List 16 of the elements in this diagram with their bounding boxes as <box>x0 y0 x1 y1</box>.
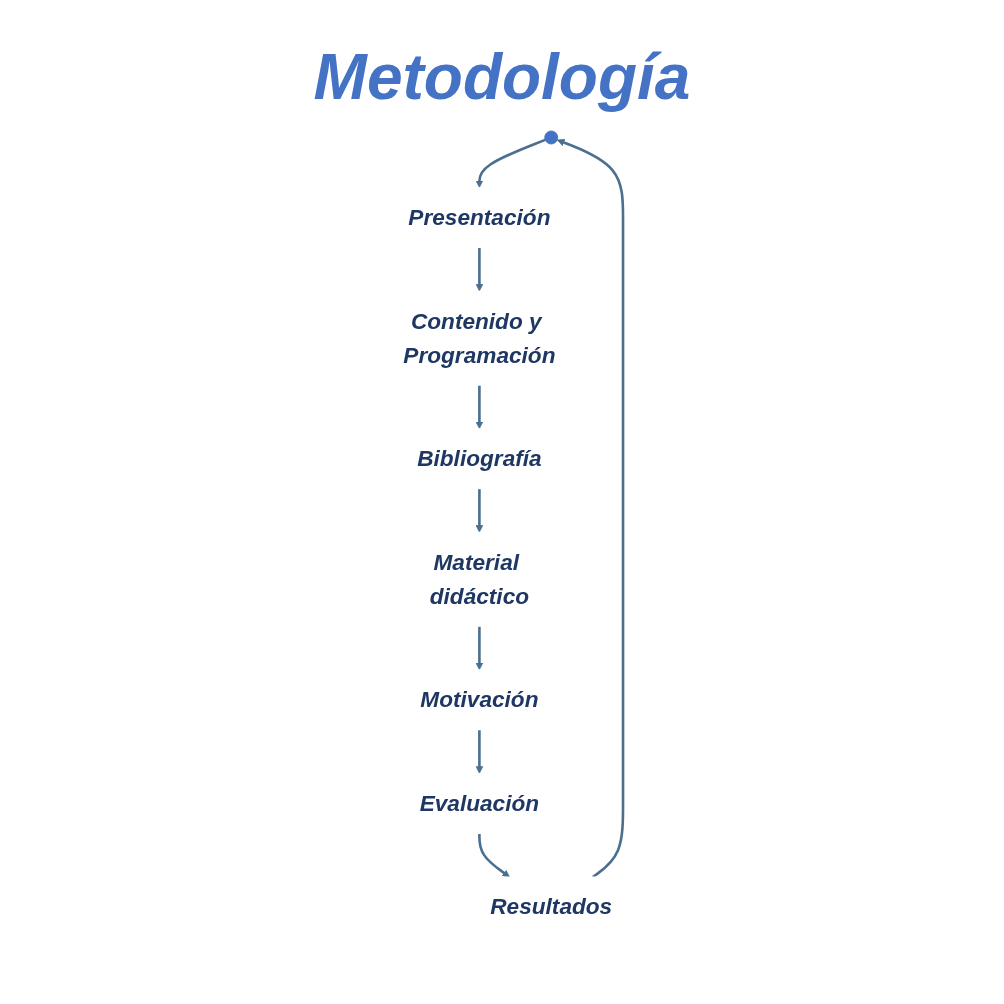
arrow <box>475 247 483 292</box>
arrow <box>475 385 483 429</box>
node-text: Material didáctico <box>429 548 529 609</box>
node-text: Bibliografía <box>416 445 542 472</box>
node-circle <box>543 130 558 145</box>
arrow <box>475 488 483 533</box>
node-text: Evaluación <box>419 789 539 817</box>
arrow <box>475 138 546 188</box>
node-text: Contenido y Programación <box>403 307 556 368</box>
arrow <box>475 729 483 774</box>
arrow <box>475 626 483 671</box>
node-text: Presentación <box>408 204 551 231</box>
node-text: Motivación <box>420 686 539 713</box>
arrow <box>477 833 510 878</box>
title: Metodología <box>312 40 692 114</box>
node-text: Resultados <box>489 893 612 920</box>
